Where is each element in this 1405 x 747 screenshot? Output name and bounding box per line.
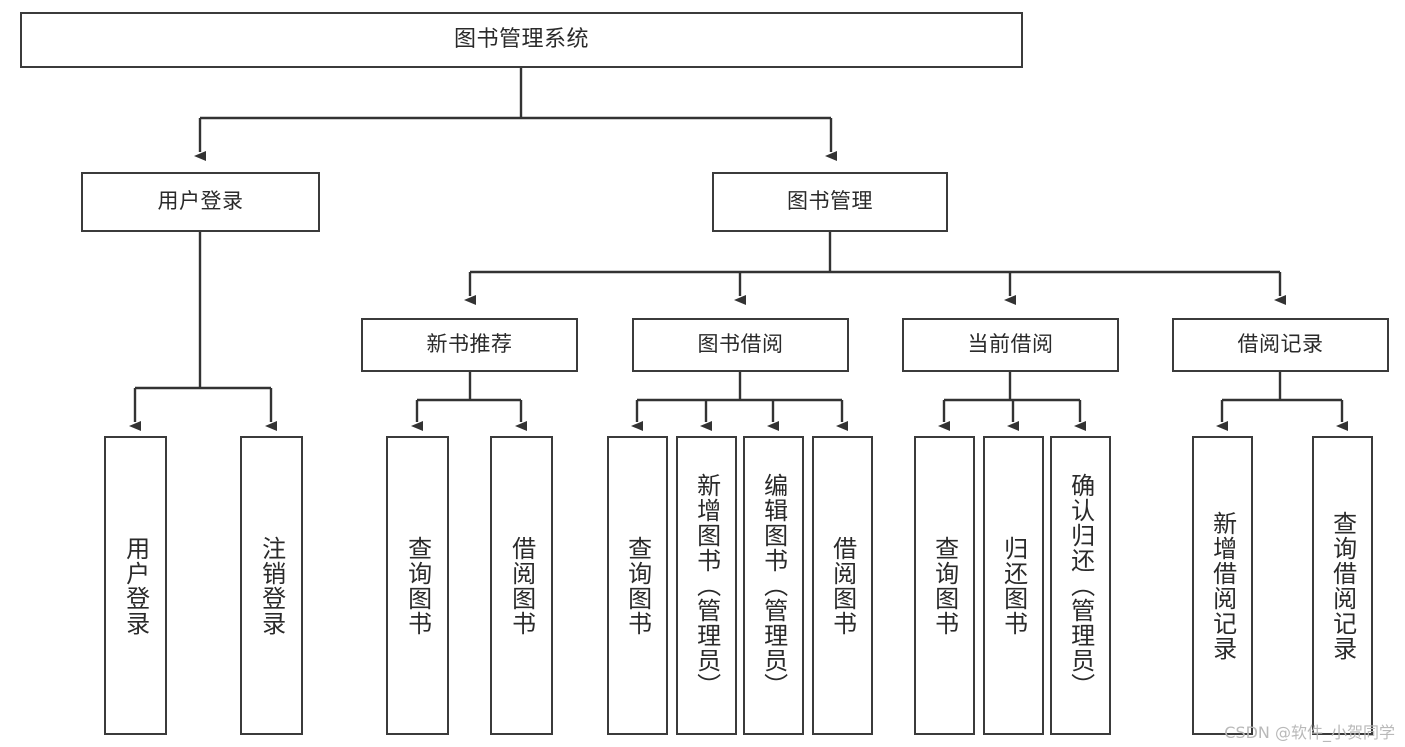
leaf-add-book[interactable]: 新增图书（管理员） [676,436,737,735]
node-root-label: 图书管理系统 [453,26,589,52]
node-borrow-record-label: 借阅记录 [1237,332,1324,357]
watermark-text: CSDN @软件_小贺同学 [1224,723,1395,742]
leaf-user-logout-label: 注销登录 [257,535,286,636]
leaf-user-login[interactable]: 用户登录 [104,436,167,735]
leaf-query-record-label: 查询借阅记录 [1328,510,1357,661]
leaf-return-book-label: 归还图书 [999,535,1028,636]
leaf-return-book[interactable]: 归还图书 [983,436,1044,735]
node-book-borrow[interactable]: 图书借阅 [632,318,849,372]
node-new-book-rec[interactable]: 新书推荐 [361,318,578,372]
leaf-query-book-2-label: 查询图书 [623,535,652,636]
leaf-query-book-1-label: 查询图书 [403,535,432,636]
leaf-borrow-book-1[interactable]: 借阅图书 [490,436,553,735]
leaf-add-record[interactable]: 新增借阅记录 [1192,436,1253,735]
node-user-login-label: 用户登录 [157,189,244,214]
node-book-borrow-label: 图书借阅 [697,332,784,357]
node-new-book-rec-label: 新书推荐 [426,332,513,357]
leaf-add-book-label: 新增图书（管理员） [692,473,721,698]
leaf-query-book-3[interactable]: 查询图书 [914,436,975,735]
leaf-query-book-3-label: 查询图书 [930,535,959,636]
leaf-borrow-book-2[interactable]: 借阅图书 [812,436,873,735]
leaf-edit-book-label: 编辑图书（管理员） [759,473,788,698]
leaf-borrow-book-1-label: 借阅图书 [507,535,536,636]
leaf-borrow-book-2-label: 借阅图书 [828,535,857,636]
node-current-borrow-label: 当前借阅 [967,332,1054,357]
leaf-add-record-label: 新增借阅记录 [1208,510,1237,661]
leaf-edit-book[interactable]: 编辑图书（管理员） [743,436,804,735]
node-book-manage[interactable]: 图书管理 [712,172,948,232]
leaf-confirm-return[interactable]: 确认归还（管理员） [1050,436,1111,735]
leaf-query-book-1[interactable]: 查询图书 [386,436,449,735]
leaf-confirm-return-label: 确认归还（管理员） [1066,473,1095,698]
leaf-user-login-label: 用户登录 [121,535,150,636]
node-book-manage-label: 图书管理 [787,189,873,214]
node-user-login[interactable]: 用户登录 [81,172,320,232]
leaf-query-book-2[interactable]: 查询图书 [607,436,668,735]
leaf-user-logout[interactable]: 注销登录 [240,436,303,735]
node-root[interactable]: 图书管理系统 [20,12,1023,68]
node-current-borrow[interactable]: 当前借阅 [902,318,1119,372]
node-borrow-record[interactable]: 借阅记录 [1172,318,1389,372]
leaf-query-record[interactable]: 查询借阅记录 [1312,436,1373,735]
